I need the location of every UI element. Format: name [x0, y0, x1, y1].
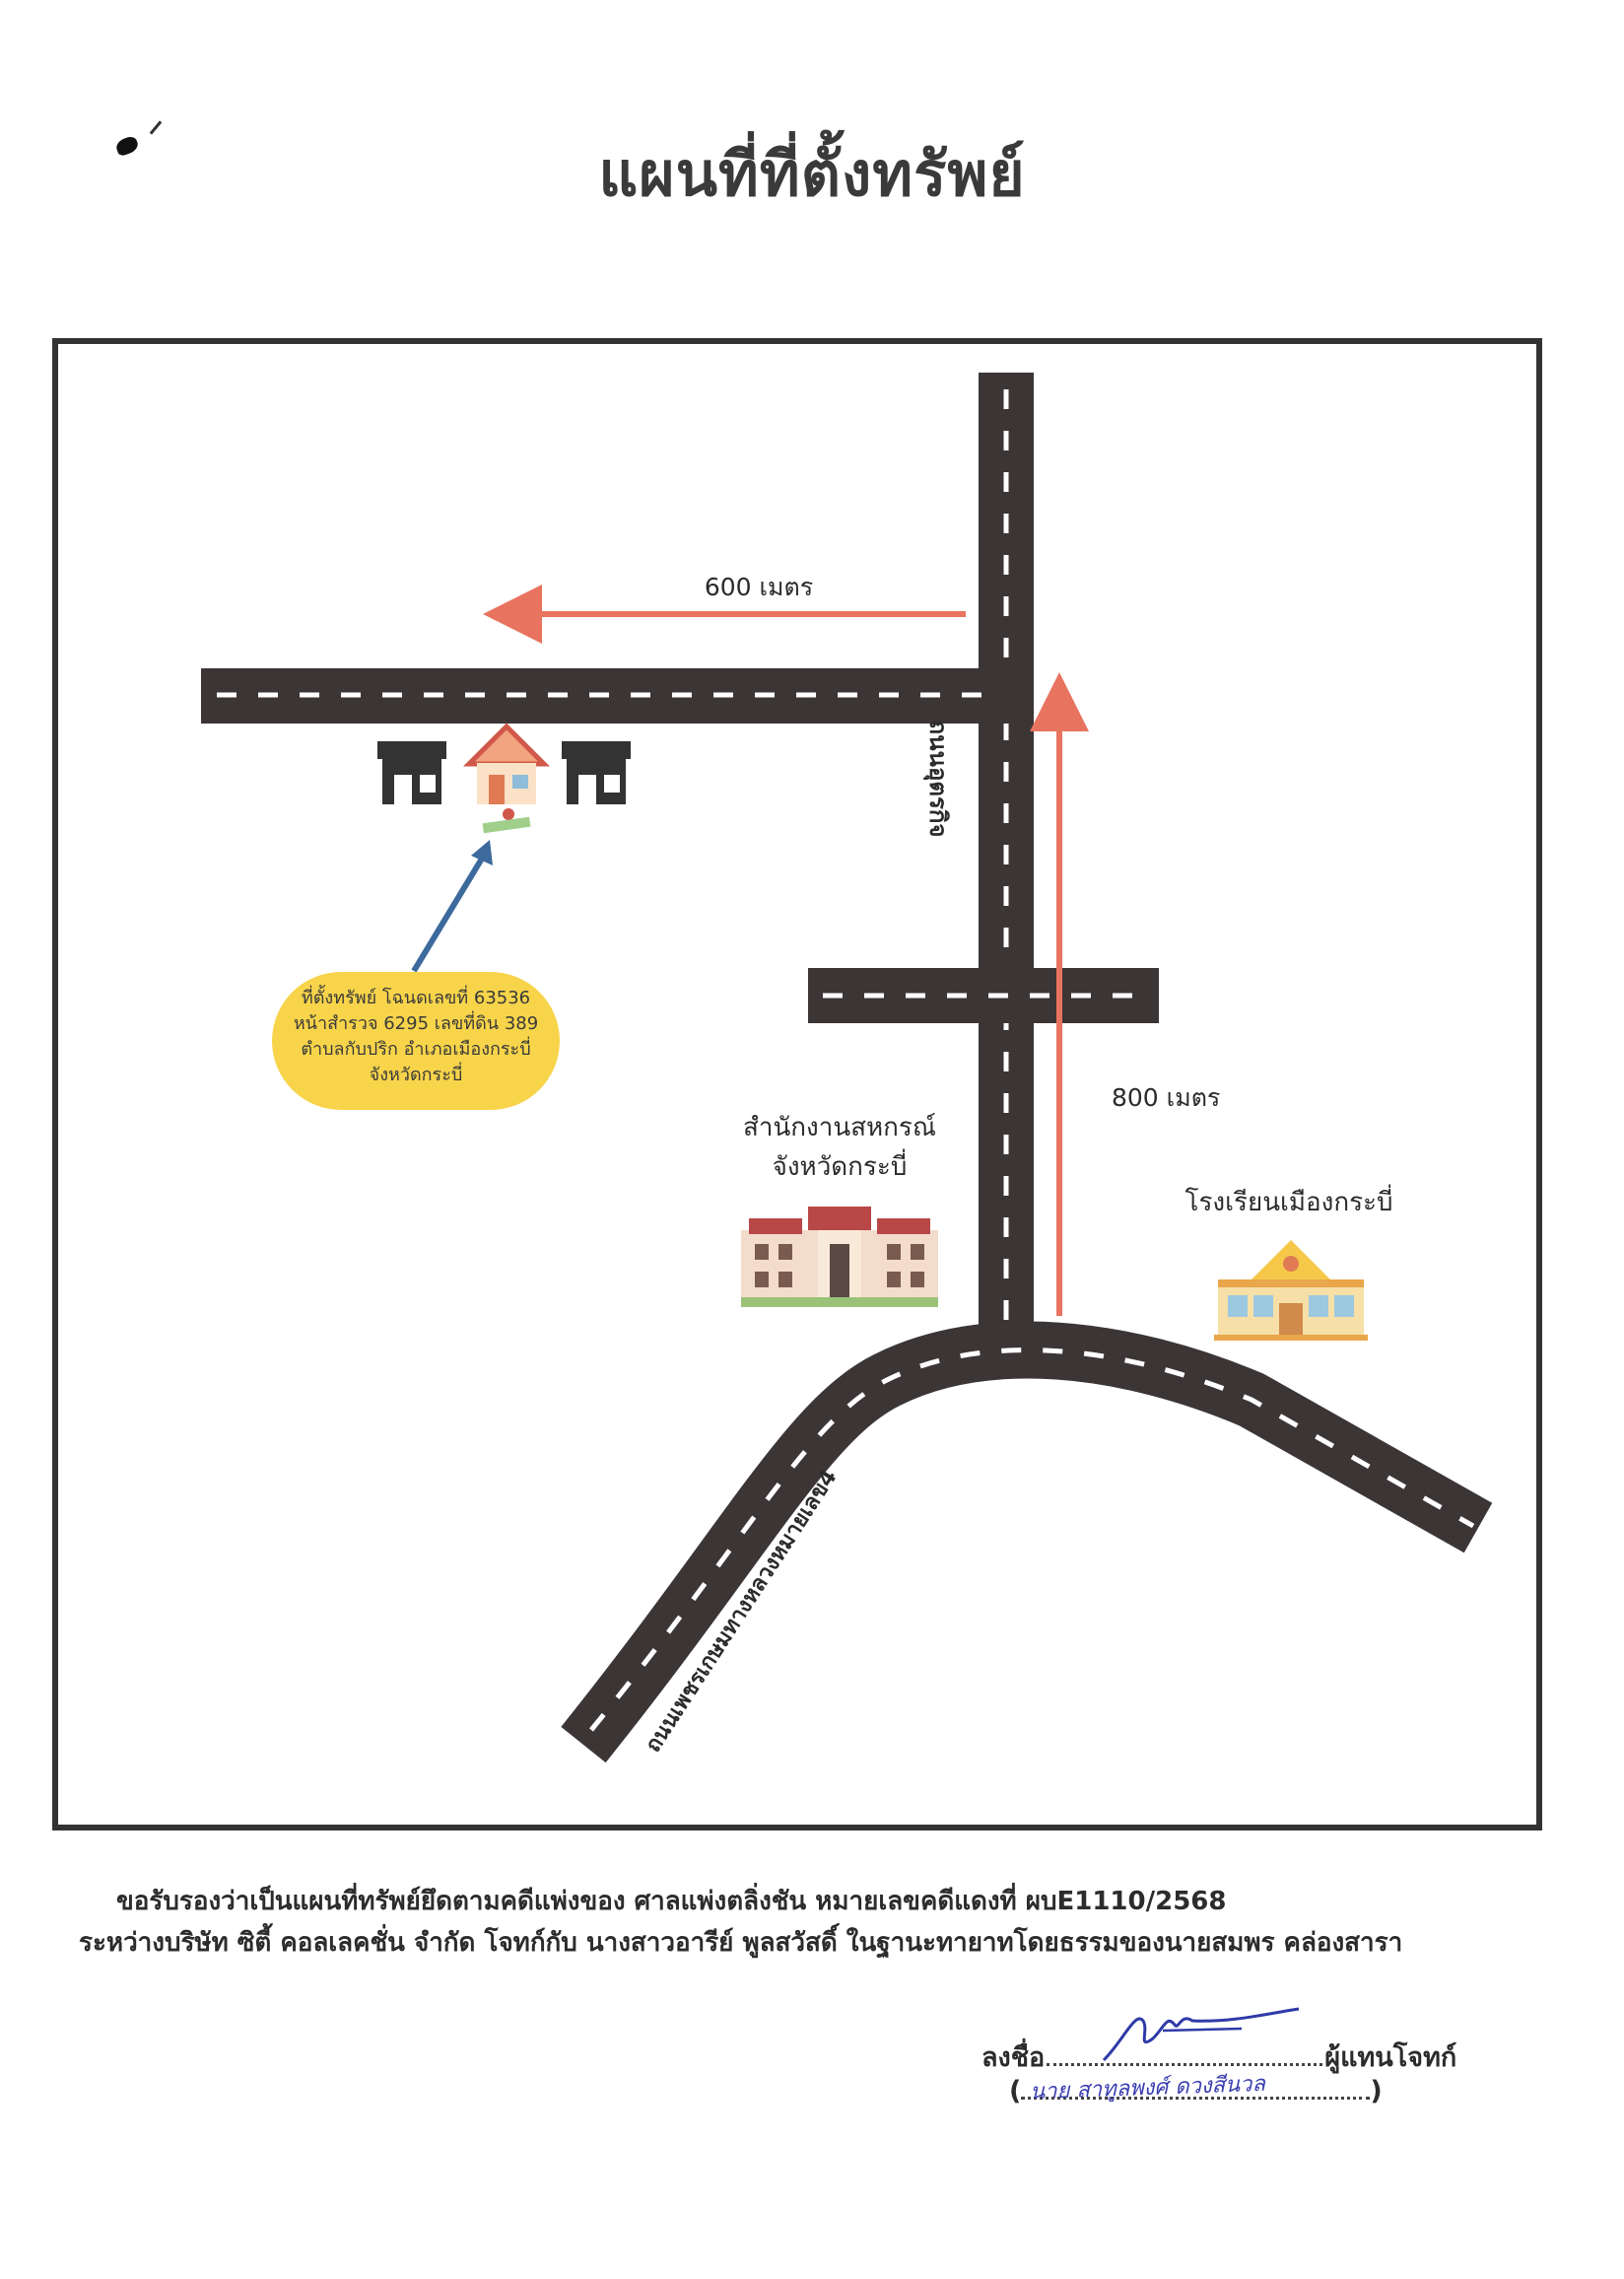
name-dotted-line — [1021, 2077, 1371, 2100]
callout-line-1: ที่ตั้งทรัพย์ โฉนดเลขที่ 63536 — [302, 985, 530, 1008]
shop-icon-left — [377, 741, 446, 804]
school-label: โรงเรียนเมืองกระบี่ — [1185, 1184, 1393, 1217]
office-label-line-1: สำนักงานสหกรณ์ — [743, 1113, 936, 1142]
shop-icon-right — [562, 741, 631, 804]
road-label-vertical: ถนนอุตรกิจ — [922, 721, 952, 838]
open-paren: ( — [1009, 2076, 1022, 2106]
school-icon — [1214, 1240, 1368, 1341]
certification-line-2: ระหว่างบริษัท ซิตี้ คอลเลคชั่น จำกัด โจท… — [79, 1928, 1403, 1958]
signature-line: ลงชื่อ ผู้แทนโจทก์ — [981, 2036, 1456, 2078]
signature-label: ลงชื่อ — [981, 2042, 1046, 2073]
distance-label-top: 600 เมตร — [705, 573, 813, 601]
property-pointer-arrow — [411, 852, 488, 973]
callout-line-4: จังหวัดกระบี่ — [370, 1062, 463, 1085]
road-vertical — [979, 373, 1034, 1339]
office-label-line-2: จังหวัดกระบี่ — [773, 1148, 908, 1182]
road-highway — [561, 1321, 1493, 1763]
house-icon — [462, 723, 551, 834]
callout-line-3: ตำบลกับปริก อำเภอเมืองกระบี่ — [301, 1036, 530, 1060]
signatory-name-line: () — [1009, 2076, 1383, 2106]
road-horizontal-top — [201, 668, 1034, 724]
handwritten-signature — [1102, 2007, 1300, 2062]
cooperative-office-icon — [741, 1207, 938, 1307]
road-horizontal-middle — [808, 968, 1159, 1023]
signature-dotted-line — [1047, 2043, 1323, 2066]
distance-label-right: 800 เมตร — [1112, 1083, 1220, 1112]
property-callout-bubble — [272, 972, 560, 1110]
map-frame — [52, 338, 1542, 1830]
signature-role: ผู้แทนโจทก์ — [1324, 2042, 1457, 2073]
page-title: แผนที่ที่ตั้งทรัพย์ — [598, 138, 1026, 210]
certification-line-1: ขอรับรองว่าเป็นแผนที่ทรัพย์ยึดตามคดีแพ่ง… — [116, 1887, 1227, 1916]
close-paren: ) — [1370, 2076, 1383, 2106]
callout-line-2: หน้าสำรวจ 6295 เลขที่ดิน 389 — [294, 1010, 538, 1034]
